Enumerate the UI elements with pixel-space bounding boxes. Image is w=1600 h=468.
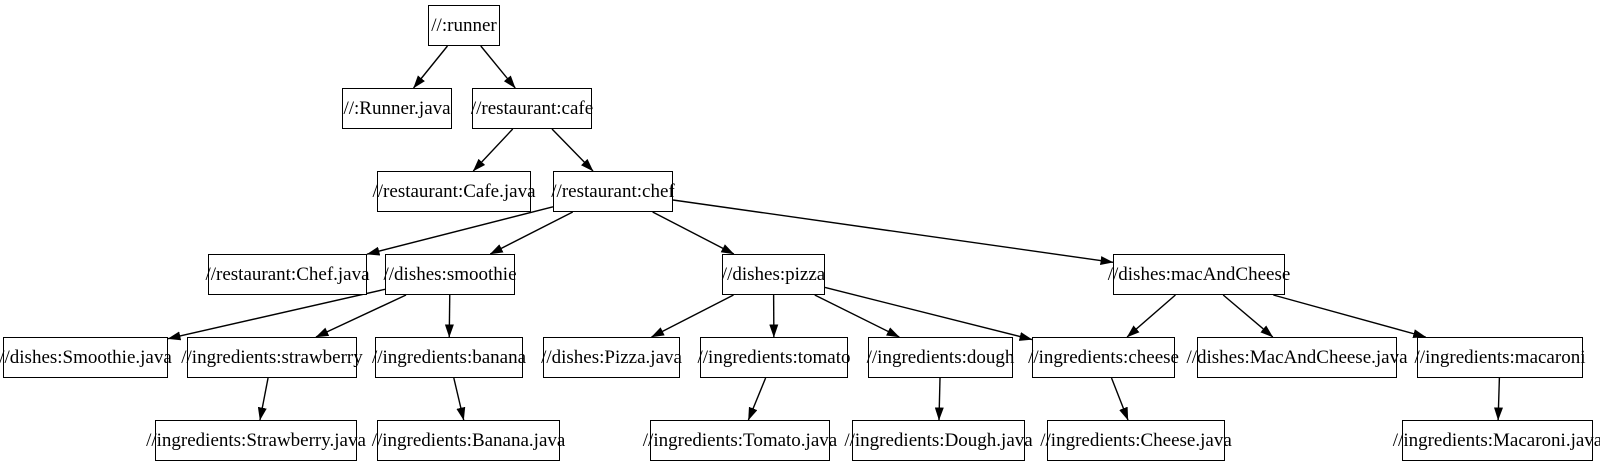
graph-edge-tomato-to-tomato-java: [747, 377, 767, 421]
graph-node-banana: //ingredients:banana: [372, 337, 526, 378]
graph-node-smoothie: //dishes:smoothie: [384, 254, 517, 295]
graph-edge-cheese-to-cheese-java: [1110, 377, 1129, 421]
graph-node-cafe: //restaurant:cafe: [471, 88, 593, 129]
graph-node-runner: //:runner: [428, 5, 500, 46]
graph-node-cheese-java: //ingredients:Cheese.java: [1040, 420, 1232, 461]
graph-node-pizza: //dishes:pizza: [722, 254, 825, 295]
graph-node-dough-java: //ingredients:Dough.java: [844, 420, 1033, 461]
graph-edge-cafe-to-cafe-java: [472, 128, 514, 172]
graph-edge-chef-to-pizza: [652, 211, 735, 255]
graph-node-cheese: //ingredients:cheese: [1028, 337, 1179, 378]
graph-node-banana-java: //ingredients:Banana.java: [372, 420, 565, 461]
graph-edge-macandcheese-to-macandcheese-java: [1222, 294, 1274, 338]
graph-edge-macandcheese-to-macaroni: [1273, 294, 1427, 339]
graph-edge-dough-to-dough-java: [934, 377, 944, 421]
graph-node-dough: //ingredients:dough: [867, 337, 1014, 378]
graph-edge-macaroni-to-macaroni-java: [1493, 377, 1503, 421]
graph-node-strawberry-java: //ingredients:Strawberry.java: [146, 420, 366, 461]
graph-node-pizza-java: //dishes:Pizza.java: [541, 337, 682, 378]
graph-node-macandcheese-java: //dishes:MacAndCheese.java: [1186, 337, 1408, 378]
graph-node-tomato: //ingredients:tomato: [697, 337, 851, 378]
graph-node-chef: //restaurant:chef: [551, 171, 675, 212]
graph-edge-runner-to-cafe: [480, 45, 516, 89]
graph-edge-strawberry-to-strawberry-java: [257, 377, 269, 421]
graph-edge-cafe-to-chef: [551, 128, 594, 172]
graph-node-cafe-java: //restaurant:Cafe.java: [373, 171, 536, 212]
graph-edge-chef-to-smoothie: [489, 211, 574, 255]
graph-node-runner-java: //:Runner.java: [342, 88, 452, 129]
graph-node-macaroni-java: //ingredients:Macaroni.java: [1393, 420, 1600, 461]
graph-edge-smoothie-to-banana: [444, 294, 454, 338]
graph-edge-smoothie-to-strawberry: [315, 294, 407, 338]
graph-node-macandcheese: //dishes:macAndCheese: [1108, 254, 1290, 295]
graph-edge-chef-to-macandcheese: [672, 199, 1114, 266]
graph-edge-banana-to-banana-java: [453, 377, 466, 421]
graph-node-tomato-java: //ingredients:Tomato.java: [643, 420, 837, 461]
graph-edge-pizza-to-cheese: [824, 286, 1033, 341]
graph-edge-pizza-to-dough: [814, 294, 900, 338]
graph-edge-smoothie-to-smoothie-java: [167, 288, 386, 341]
graph-node-strawberry: //ingredients:strawberry: [181, 337, 363, 378]
graph-edge-macandcheese-to-cheese: [1126, 294, 1176, 338]
graph-edge-pizza-to-pizza-java: [651, 294, 734, 338]
graph-node-macaroni: //ingredients:macaroni: [1415, 337, 1585, 378]
graph-edge-chef-to-chef-java: [366, 206, 554, 256]
graph-node-chef-java: //restaurant:Chef.java: [205, 254, 370, 295]
graph-node-smoothie-java: //dishes:Smoothie.java: [0, 337, 172, 378]
graph-edge-runner-to-runner-java: [413, 45, 448, 89]
